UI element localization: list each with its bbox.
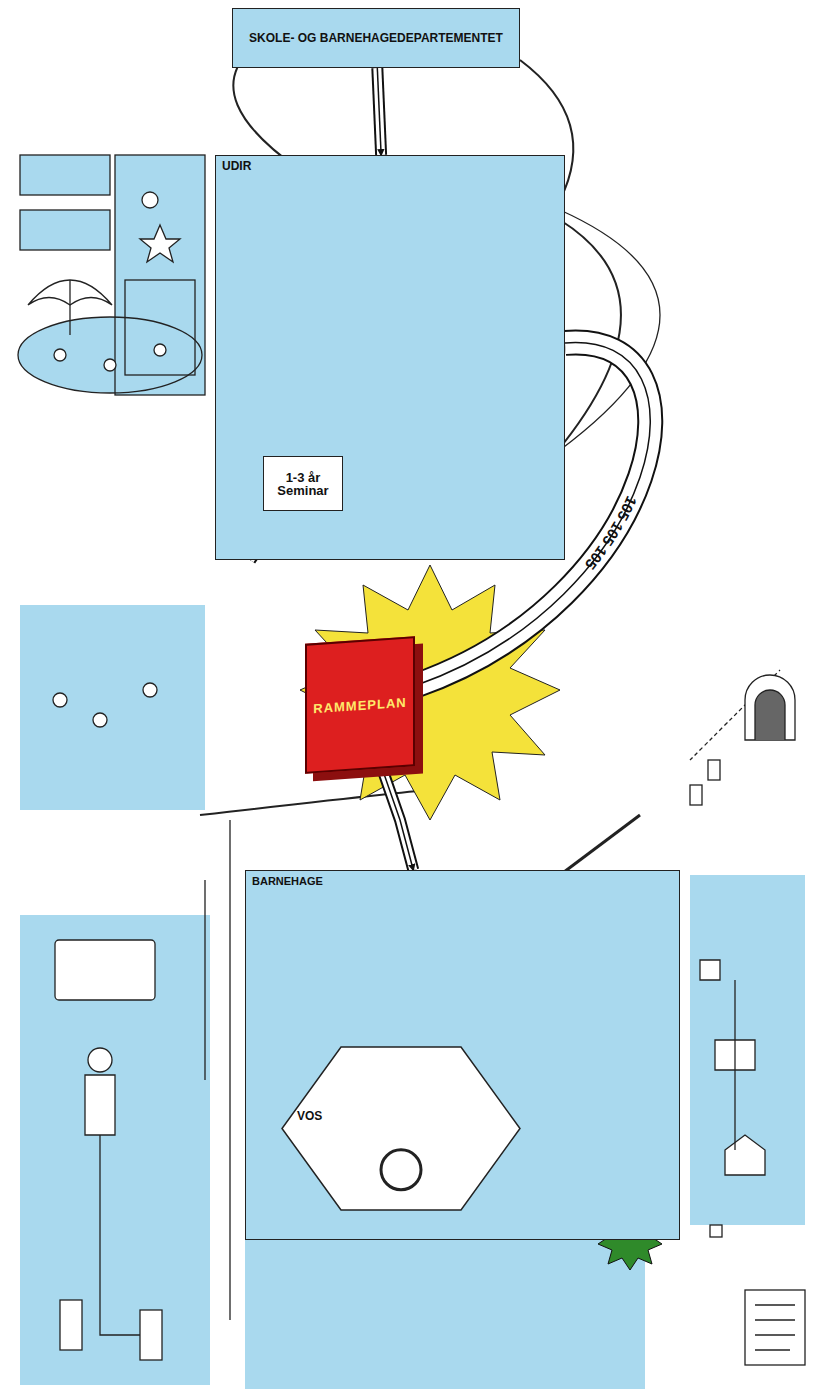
arrow-body <box>384 774 413 870</box>
node-title: 1-3 år <box>286 471 321 484</box>
kindergarten-box: BARNEHAGE VOS <box>245 870 680 1240</box>
flow-arrow <box>384 774 413 870</box>
node-text: Seminar <box>277 484 328 497</box>
node-title: SKOLE- OG BARNEHAGEDEPARTEMENTET <box>249 32 503 45</box>
arrow-outline <box>384 774 413 870</box>
arrow-line <box>384 774 413 870</box>
hexagon-node: VOS <box>281 1046 521 1211</box>
arrow-line <box>377 68 381 155</box>
seminar-box: 1-3 årSeminar <box>263 456 343 511</box>
framework-book: RAMMEPLAN <box>305 636 415 774</box>
directorate-box: UDIR 1-3 årSeminar <box>215 155 565 560</box>
edge-label: 105 105 105 <box>582 494 641 574</box>
node-title: RAMMEPLAN <box>313 695 407 715</box>
ministry-box: SKOLE- OG BARNEHAGEDEPARTEMENTET <box>232 8 520 68</box>
node-title: VOS <box>297 1110 515 1123</box>
arrow-outline <box>377 68 381 155</box>
arrow-body <box>377 68 381 155</box>
flow-arrow <box>377 68 381 155</box>
node-title: BARNEHAGE <box>252 875 673 888</box>
hexagon-outline <box>281 1046 521 1211</box>
node-title: UDIR <box>222 160 558 173</box>
